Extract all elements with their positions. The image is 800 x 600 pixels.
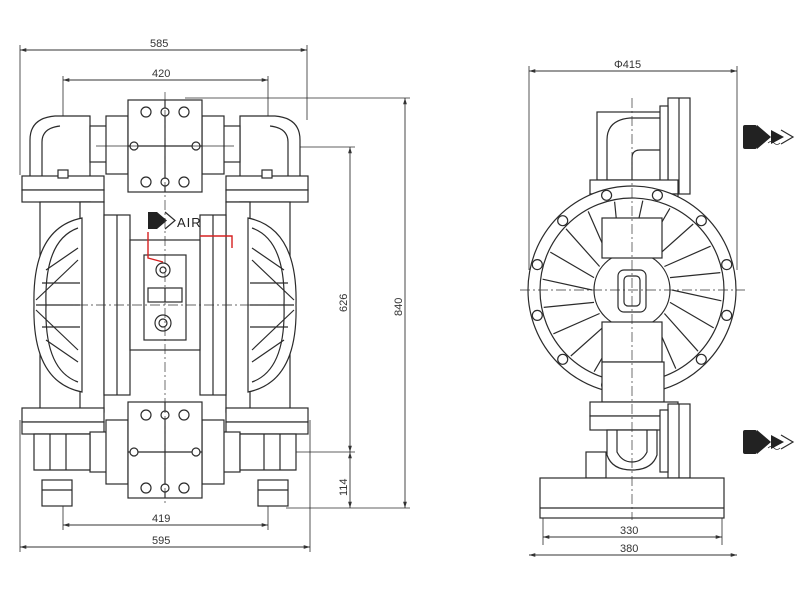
diaphragm-rib (553, 312, 600, 335)
air-label: AIR (177, 215, 202, 230)
diaphragm-rib (671, 289, 722, 302)
dim-595: 595 (152, 535, 170, 547)
air-inlet-callout: AIR (147, 211, 233, 263)
diaphragm-bolt (695, 215, 707, 227)
dim-420: 420 (152, 68, 170, 80)
diaphragm-rib (669, 272, 721, 279)
diaphragm-rib (664, 245, 711, 268)
diaphragm-rib (543, 301, 595, 308)
dim-114: 114 (338, 478, 350, 496)
suction-flow-icon (743, 430, 795, 454)
top-manifold (21, 99, 309, 203)
side-bottom-inlet (585, 361, 691, 479)
diaphragm-bolt (557, 353, 569, 365)
diaphragm-rib (669, 301, 715, 329)
side-view: Φ415 330 380 (520, 59, 795, 557)
side-dimensions: Φ415 330 380 (529, 59, 737, 557)
left-diaphragm-housing (33, 214, 131, 396)
front-dimensions: 585 420 626 840 114 419 595 (20, 38, 407, 549)
diaphragm-rib (663, 313, 699, 352)
extension-lines (19, 45, 410, 552)
diaphragm-rib (565, 228, 601, 267)
diaphragm-bolt (557, 215, 569, 227)
dim-626: 626 (338, 294, 350, 312)
diaphragm-rib (542, 278, 593, 291)
discharge-flow-icon (743, 125, 795, 149)
dim-419: 419 (152, 513, 170, 525)
air-inlet-icon (148, 211, 176, 230)
diaphragm-bolt (531, 259, 543, 271)
diaphragm-bolt (600, 189, 613, 201)
diaphragm-bolt (651, 189, 664, 201)
diaphragm-bolt (721, 259, 733, 271)
diaphragm-rib (549, 251, 595, 279)
dim-phi415: Φ415 (614, 59, 641, 71)
diaphragm-bolt (695, 353, 707, 365)
dim-380: 380 (620, 543, 638, 555)
diaphragm-bolt (531, 309, 543, 321)
dim-585: 585 (150, 38, 168, 50)
dim-840: 840 (393, 298, 405, 316)
diaphragm-bolt (721, 309, 733, 321)
bottom-flange-bolts (129, 409, 201, 494)
dim-330: 330 (620, 525, 638, 537)
front-view: AIR (19, 38, 410, 552)
